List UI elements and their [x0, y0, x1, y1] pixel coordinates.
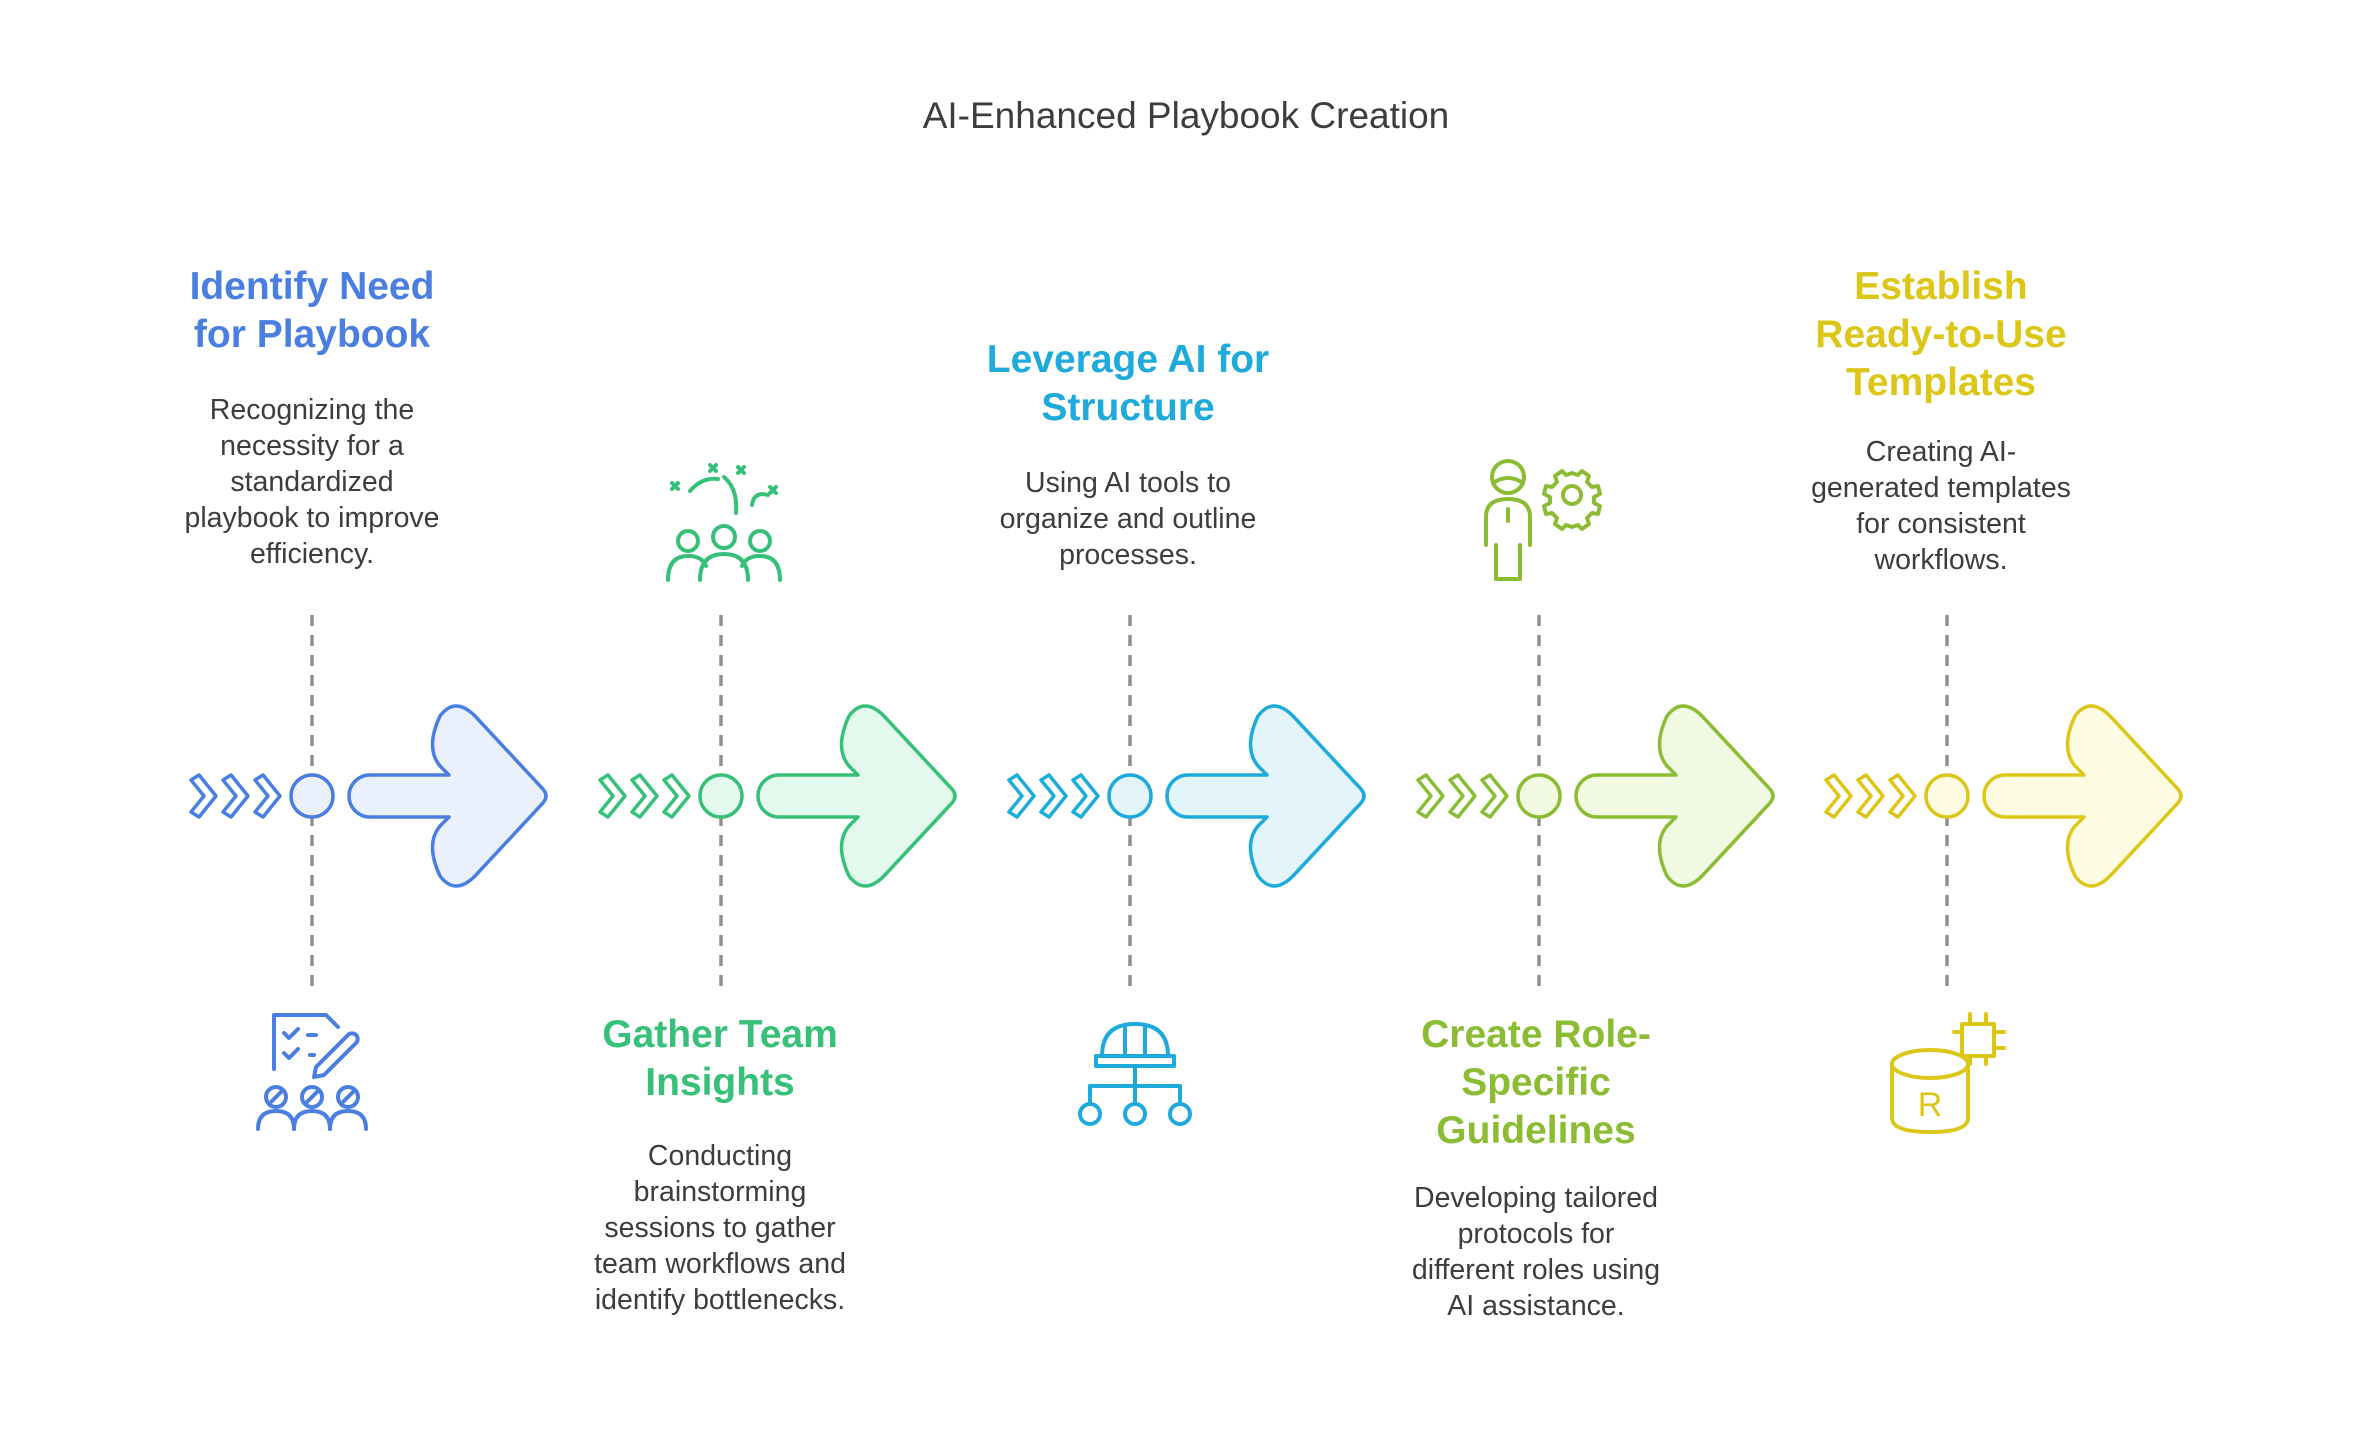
step-2-chevron-1 [598, 773, 627, 819]
step-5-chevron-2 [1856, 773, 1885, 819]
step-3-chevron-3 [1071, 773, 1100, 819]
step-4-marker [1516, 773, 1562, 819]
step-5-description: Creating AI-generated templates for cons… [1811, 436, 2071, 576]
step-4-chevron-2 [1448, 773, 1477, 819]
hardhat-hierarchy-icon [1078, 1022, 1192, 1126]
step-2-marker [698, 773, 744, 819]
step-2-chevron-2 [630, 773, 659, 819]
step-5-chevron-1 [1824, 773, 1853, 819]
diagram-title: AI-Enhanced Playbook Creation [922, 95, 1450, 136]
database-label: R [1918, 1086, 1943, 1124]
step-1-chevron-2 [221, 773, 250, 819]
step-3-chevron-1 [1007, 773, 1036, 819]
checklist-team-icon [256, 1013, 368, 1131]
step-4-chevron-3 [1480, 773, 1509, 819]
step-1-arrow [347, 704, 548, 888]
step-2-arrow [756, 704, 957, 888]
step-4-chevron-1 [1416, 773, 1445, 819]
step-2-chevron-3 [662, 773, 691, 819]
step-1-chevron-3 [253, 773, 282, 819]
person-gear-icon [1484, 459, 1602, 581]
database-chip-icon: R [1890, 1012, 2006, 1134]
step-3-chevron-2 [1039, 773, 1068, 819]
step-3-arrow [1165, 704, 1366, 888]
step-1-marker [289, 773, 335, 819]
team-celebration-icon [666, 463, 782, 582]
step-1-chevron-1 [189, 773, 218, 819]
step-4-arrow [1574, 704, 1775, 888]
step-5-chevron-3 [1888, 773, 1917, 819]
step-5-arrow [1982, 704, 2183, 888]
step-5-marker [1924, 773, 1970, 819]
step-3-marker [1107, 773, 1153, 819]
step-4-title: Create Role-Specific Guidelines [1421, 1013, 1651, 1152]
